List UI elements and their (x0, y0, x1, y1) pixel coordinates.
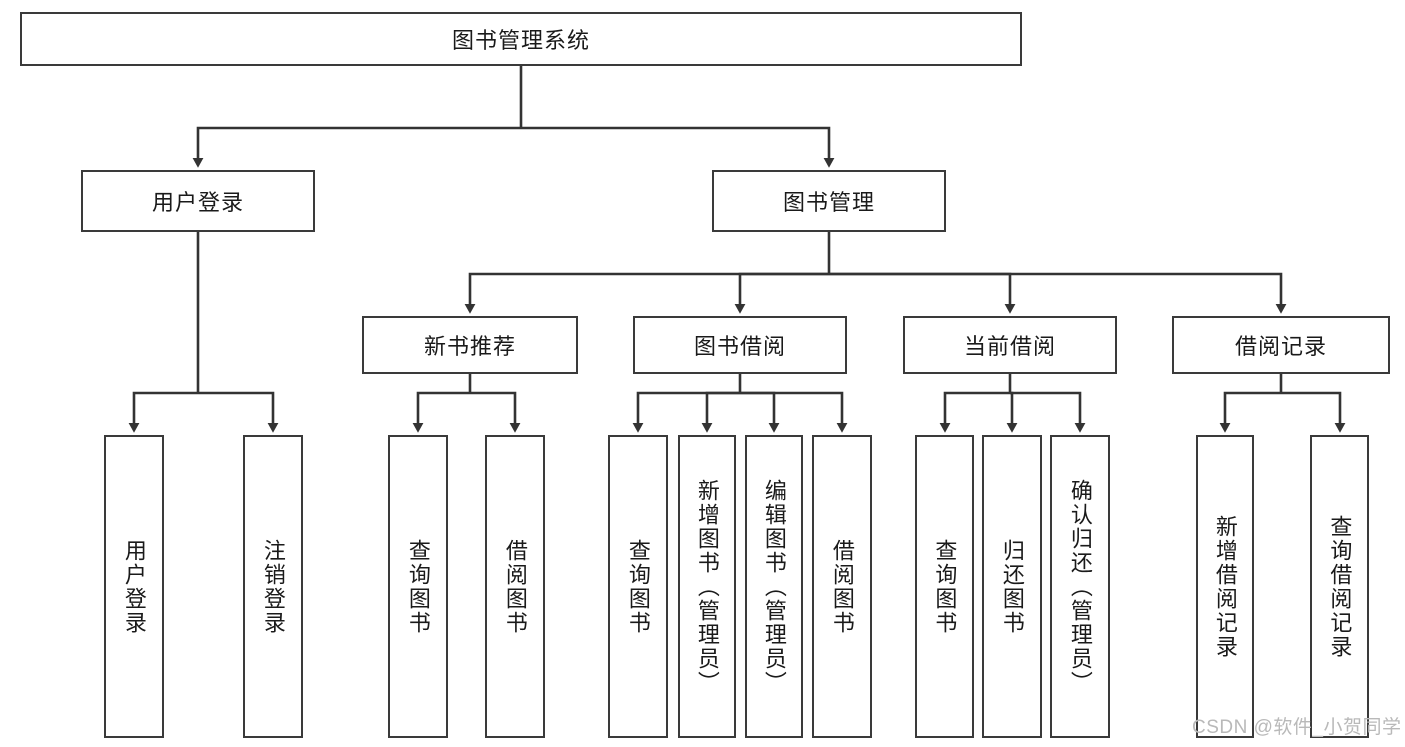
leaf-record-add-label: 新增借阅记录 (1212, 514, 1238, 659)
leaf-current-confirm-return[interactable]: 确认归还（管理员） (1050, 435, 1110, 738)
node-book-borrow-label: 图书借阅 (693, 334, 786, 359)
node-root-label: 图书管理系统 (451, 28, 590, 53)
leaf-current-return-book-label: 归还图书 (999, 538, 1025, 635)
leaf-borrow-edit-book[interactable]: 编辑图书（管理员） (745, 435, 803, 738)
leaf-current-return-book[interactable]: 归还图书 (982, 435, 1042, 738)
node-book-management[interactable]: 图书管理 (712, 170, 946, 232)
node-book-management-label: 图书管理 (782, 190, 875, 215)
leaf-user-logout[interactable]: 注销登录 (243, 435, 303, 738)
leaf-user-login-label: 用户登录 (121, 538, 147, 635)
node-borrow-record[interactable]: 借阅记录 (1172, 316, 1390, 374)
leaf-current-query-book[interactable]: 查询图书 (915, 435, 974, 738)
leaf-new-query-book-label: 查询图书 (405, 538, 431, 635)
leaf-borrow-borrow-book-label: 借阅图书 (829, 538, 855, 635)
node-root[interactable]: 图书管理系统 (20, 12, 1022, 66)
leaf-borrow-borrow-book[interactable]: 借阅图书 (812, 435, 872, 738)
node-user-login-group[interactable]: 用户登录 (81, 170, 315, 232)
node-new-book-recommend-label: 新书推荐 (423, 334, 516, 359)
node-borrow-record-label: 借阅记录 (1234, 334, 1327, 359)
leaf-new-query-book[interactable]: 查询图书 (388, 435, 448, 738)
leaf-borrow-query-book[interactable]: 查询图书 (608, 435, 668, 738)
leaf-user-logout-label: 注销登录 (260, 538, 286, 635)
leaf-borrow-edit-book-label: 编辑图书（管理员） (761, 478, 787, 695)
leaf-record-query[interactable]: 查询借阅记录 (1310, 435, 1369, 738)
node-new-book-recommend[interactable]: 新书推荐 (362, 316, 578, 374)
leaf-borrow-query-book-label: 查询图书 (625, 538, 651, 635)
leaf-current-confirm-return-label: 确认归还（管理员） (1067, 478, 1093, 695)
leaf-borrow-add-book[interactable]: 新增图书（管理员） (678, 435, 736, 738)
leaf-borrow-add-book-label: 新增图书（管理员） (694, 478, 720, 695)
node-user-login-group-label: 用户登录 (151, 190, 244, 215)
node-book-borrow[interactable]: 图书借阅 (633, 316, 847, 374)
leaf-current-query-book-label: 查询图书 (932, 538, 958, 635)
node-current-borrow-label: 当前借阅 (963, 334, 1056, 359)
leaf-user-login[interactable]: 用户登录 (104, 435, 164, 738)
leaf-new-borrow-book[interactable]: 借阅图书 (485, 435, 545, 738)
watermark: CSDN @软件_小贺同学 (1192, 717, 1402, 738)
node-current-borrow[interactable]: 当前借阅 (903, 316, 1117, 374)
leaf-new-borrow-book-label: 借阅图书 (502, 538, 528, 635)
leaf-record-add[interactable]: 新增借阅记录 (1196, 435, 1254, 738)
leaf-record-query-label: 查询借阅记录 (1327, 514, 1353, 659)
